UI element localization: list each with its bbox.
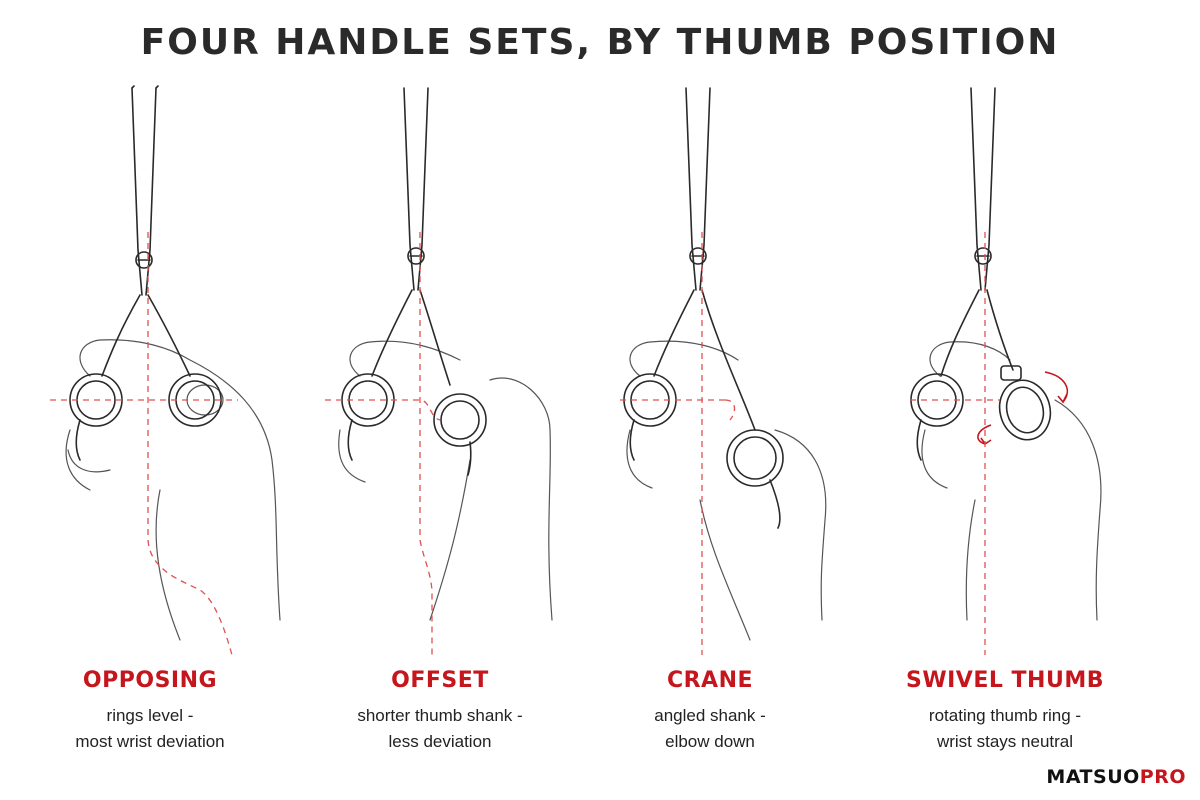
description-line-2: most wrist deviation	[75, 732, 225, 751]
panel-offset: OFFSET shorter thumb shank - less deviat…	[290, 80, 590, 800]
description-line-2: less deviation	[388, 732, 492, 751]
panel-swivel-thumb: SWIVEL THUMB rotating thumb ring - wrist…	[855, 80, 1155, 800]
swivel-scissors-illustration	[910, 87, 1102, 655]
caption-opposing: OPPOSING rings level - most wrist deviat…	[0, 668, 300, 755]
page-title: FOUR HANDLE SETS, BY THUMB POSITION	[140, 22, 1060, 63]
handle-name: OPPOSING	[82, 668, 218, 693]
caption-crane: CRANE angled shank - elbow down	[560, 668, 860, 755]
brand-logo: MATSUOPRO	[1046, 766, 1186, 788]
description-line-1: rotating thumb ring -	[928, 706, 1082, 725]
panel-opposing: OPPOSING rings level - most wrist deviat…	[0, 80, 300, 800]
crane-scissors-illustration	[620, 87, 827, 655]
brand-name-part2: PRO	[1139, 766, 1186, 788]
description-line-2: wrist stays neutral	[936, 732, 1074, 751]
description-line-1: angled shank -	[654, 706, 766, 725]
opposing-scissors-illustration	[50, 85, 281, 656]
panel-crane: CRANE angled shank - elbow down	[560, 80, 860, 800]
offset-scissors-illustration	[325, 87, 553, 655]
description-line-2: elbow down	[665, 732, 755, 751]
brand-name-part1: MATSUO	[1046, 766, 1140, 788]
handle-name: CRANE	[666, 668, 754, 693]
description-line-1: rings level -	[106, 706, 194, 725]
caption-offset: OFFSET shorter thumb shank - less deviat…	[290, 668, 590, 755]
caption-swivel-thumb: SWIVEL THUMB rotating thumb ring - wrist…	[855, 668, 1155, 755]
handle-name: SWIVEL THUMB	[906, 668, 1104, 693]
description-line-1: shorter thumb shank -	[357, 706, 523, 725]
handle-name: OFFSET	[391, 668, 489, 693]
